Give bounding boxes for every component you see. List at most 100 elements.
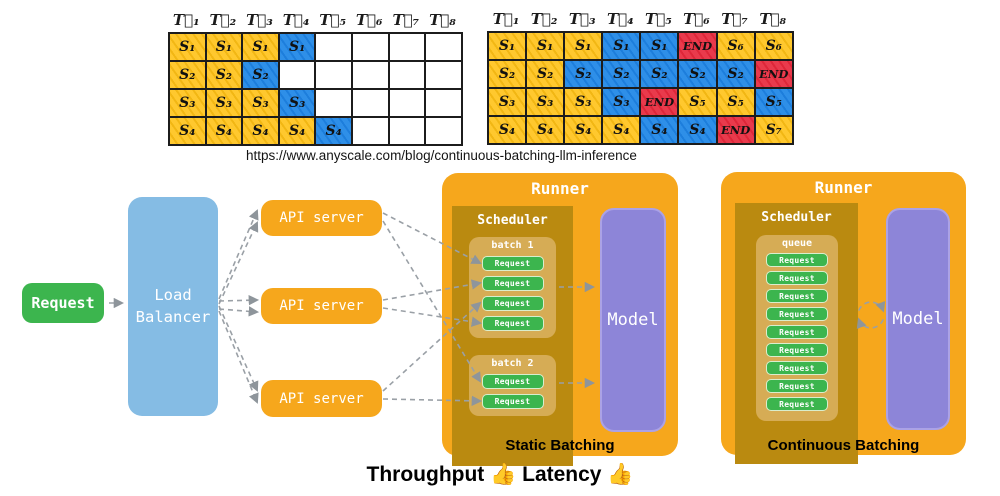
- sequence-cell: [389, 90, 427, 118]
- sequence-cell: S₅: [679, 89, 718, 117]
- request-chip: Request: [766, 343, 828, 357]
- sequence-cell: [352, 118, 390, 146]
- model-box: Model: [600, 208, 666, 432]
- batch-label: batch 2: [491, 358, 534, 369]
- sequence-cell: S₃: [489, 89, 528, 117]
- sequence-cell: S₂: [206, 62, 244, 90]
- sequence-cell: S₁: [565, 33, 604, 61]
- request-chip: Request: [766, 289, 828, 303]
- sequence-cell: [389, 118, 427, 146]
- sequence-cell: S₁: [489, 33, 528, 61]
- sequence-cell: S₁: [641, 33, 680, 61]
- lb-to-api3-arrow: [218, 310, 259, 404]
- time-step-label: T⃗₁: [492, 10, 520, 28]
- time-step-label: T⃗₂: [530, 10, 558, 28]
- api-server-box: API server: [261, 200, 382, 236]
- time-step-label: T⃗₅: [319, 11, 347, 29]
- lb-to-api2-arrow: [218, 306, 260, 317]
- sequence-cell: S₂: [679, 61, 718, 89]
- request-chip: Request: [766, 307, 828, 321]
- lb-to-api1-arrow: [218, 221, 259, 305]
- request-chip: Request: [481, 394, 544, 409]
- request-chip: Request: [481, 276, 544, 291]
- time-step-label: T⃗₄: [282, 11, 310, 29]
- request-chip: Request: [766, 397, 828, 411]
- continuous-batching-caption: Continuous Batching: [767, 437, 920, 454]
- lb-to-api3-arrow: [218, 305, 259, 392]
- request-box: Request: [22, 283, 104, 323]
- sequence-cell: S₁: [603, 33, 642, 61]
- sequence-cell: S₃: [527, 89, 566, 117]
- sequence-cell: S₃: [243, 90, 280, 118]
- sequence-cell: [389, 34, 427, 62]
- sequence-cell: END: [717, 117, 756, 145]
- request-chip: Request: [481, 374, 544, 389]
- time-step-label: T⃗₆: [683, 10, 710, 28]
- source-url: https://www.anyscale.com/blog/continuous…: [246, 148, 637, 163]
- sequence-cell: S₄: [603, 117, 642, 145]
- sequence-cell: [316, 34, 353, 62]
- static-batching-caption: Static Batching: [505, 437, 615, 454]
- load-balancer-box: Load Balancer: [128, 197, 218, 416]
- time-step-label: T⃗₂: [209, 11, 237, 29]
- sequence-cell: [316, 90, 353, 118]
- sequence-cell: S₄: [679, 117, 718, 145]
- queue-label: queue: [781, 238, 813, 249]
- sequence-cell: S₂: [717, 61, 756, 89]
- sequence-cell: S₃: [603, 89, 642, 117]
- sequence-cell: S₁: [170, 34, 207, 62]
- request-chip: Request: [766, 361, 828, 375]
- time-step-label: T⃗₈: [759, 10, 787, 28]
- sequence-cell: S₂: [489, 61, 528, 89]
- sequence-cell: S₄: [170, 118, 207, 146]
- sequence-cell: S₆: [755, 33, 794, 61]
- sequence-cell: [426, 34, 463, 62]
- sequence-cell: S₃: [206, 90, 244, 118]
- sequence-cell: S₂: [641, 61, 680, 89]
- runner-title: Runner: [814, 178, 873, 197]
- sequence-cell: [426, 62, 463, 90]
- sequence-cell: S₃: [170, 90, 207, 118]
- throughput-latency-caption: Throughput 👍 Latency 👍: [366, 463, 634, 486]
- sequence-cell: [426, 90, 463, 118]
- sequence-cell: [352, 90, 390, 118]
- request-chip: Request: [766, 253, 828, 267]
- api-server-box: API server: [261, 288, 382, 324]
- time-step-label: T⃗₇: [721, 10, 748, 28]
- sequence-cell: S₂: [170, 62, 207, 90]
- time-step-label: T⃗₅: [645, 10, 672, 28]
- sequence-cell: S₅: [717, 89, 756, 117]
- sequence-cell: S₃: [279, 90, 317, 118]
- runner-title: Runner: [531, 179, 589, 198]
- sequence-cell: S₆: [717, 33, 756, 61]
- request-chip: Request: [481, 256, 544, 271]
- time-step-label: T⃗₁: [172, 11, 200, 29]
- scheduler-title: Scheduler: [477, 213, 548, 228]
- sequence-cell: S₄: [206, 118, 244, 146]
- lb-to-api2-arrow: [218, 295, 260, 306]
- sequence-cell: [389, 62, 427, 90]
- sequence-cell: END: [679, 33, 718, 61]
- sequence-cell: S₁: [243, 34, 280, 62]
- sequence-cell: END: [641, 89, 680, 117]
- sequence-cell: S₄: [243, 118, 280, 146]
- time-step-label: T⃗₃: [568, 10, 596, 28]
- sequence-cell: [279, 62, 317, 90]
- sequence-cell: END: [755, 61, 794, 89]
- sequence-cell: S₂: [603, 61, 642, 89]
- sequence-cell: S₁: [527, 33, 566, 61]
- model-box: Model: [886, 208, 950, 430]
- sequence-cell: S₄: [279, 118, 317, 146]
- sequence-cell: [352, 34, 390, 62]
